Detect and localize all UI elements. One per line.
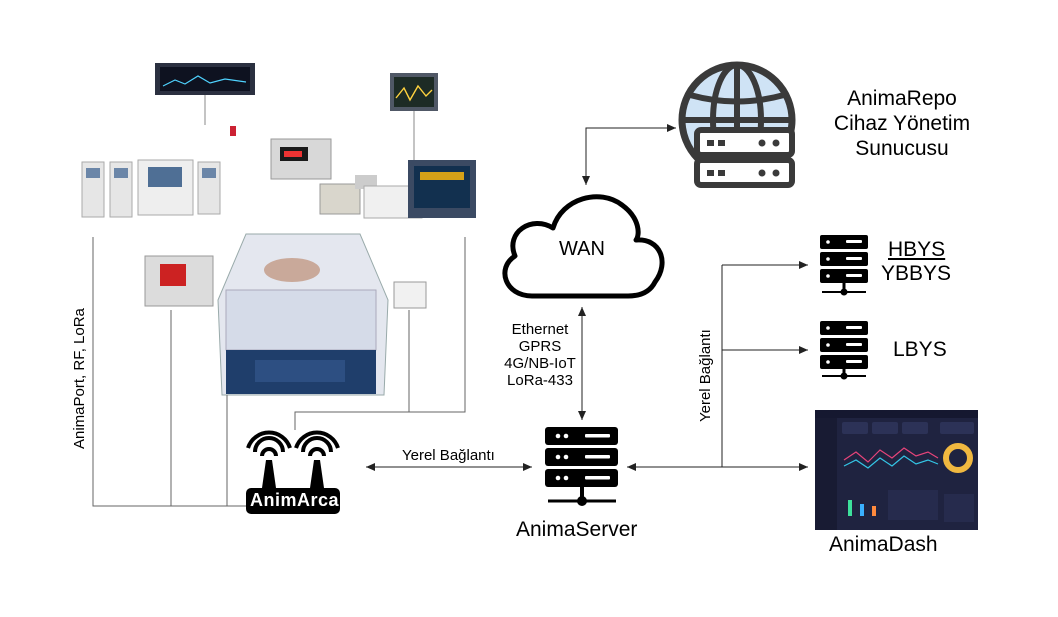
ybbys-label: YBBYS — [881, 262, 952, 285]
patient-monitor-device — [155, 63, 255, 125]
devices-arca-connection-label: AnimaPort, RF, LoRa — [71, 308, 88, 449]
wan-cloud-icon — [502, 194, 665, 299]
server-systems-connection-label: Yerel Bağlantı — [697, 329, 714, 422]
hbys-server-icon — [820, 235, 868, 296]
wan-label: WAN — [559, 238, 605, 260]
lbys-server-icon — [820, 321, 868, 380]
animadash-label: AnimaDash — [829, 533, 938, 556]
animaserver-label: AnimaServer — [516, 518, 638, 541]
animarca-gateway — [246, 430, 340, 514]
animarepo-label-line: AnimaRepo — [847, 87, 957, 110]
sensor-device — [230, 126, 236, 136]
hbys-label: HBYS — [888, 238, 946, 261]
ventilator-device — [319, 160, 476, 219]
infusion-pumps-device — [81, 159, 221, 218]
arca-server-connection-label: Yerel Bağlantı — [402, 447, 495, 464]
protocol-label: Ethernet — [511, 321, 569, 338]
lbys-label: LBYS — [893, 338, 947, 361]
animarepo-server-icon — [678, 61, 796, 188]
medical-devices-group — [81, 63, 476, 396]
device-connection-lines — [92, 237, 466, 507]
animarca-label: AnimArca — [250, 490, 340, 510]
protocol-label: LoRa-433 — [507, 372, 573, 389]
animarepo-label-line: Cihaz Yönetim — [833, 112, 971, 135]
animadash-screenshot — [815, 410, 978, 530]
vital-monitor-device — [390, 73, 438, 160]
connection-arrows — [366, 124, 808, 471]
wan-server-protocols: Ethernet GPRS 4G/NB-IoT LoRa-433 — [500, 321, 580, 389]
animarepo-label: AnimaRepo Cihaz Yönetim Sunucusu — [826, 86, 978, 161]
syringe-pump-device — [270, 138, 332, 180]
protocol-label: 4G/NB-IoT — [504, 355, 576, 372]
animarepo-label-line: Sunucusu — [855, 137, 949, 160]
animaserver-icon — [545, 427, 618, 506]
protocol-label: GPRS — [518, 338, 562, 355]
incubator-device — [144, 233, 427, 396]
